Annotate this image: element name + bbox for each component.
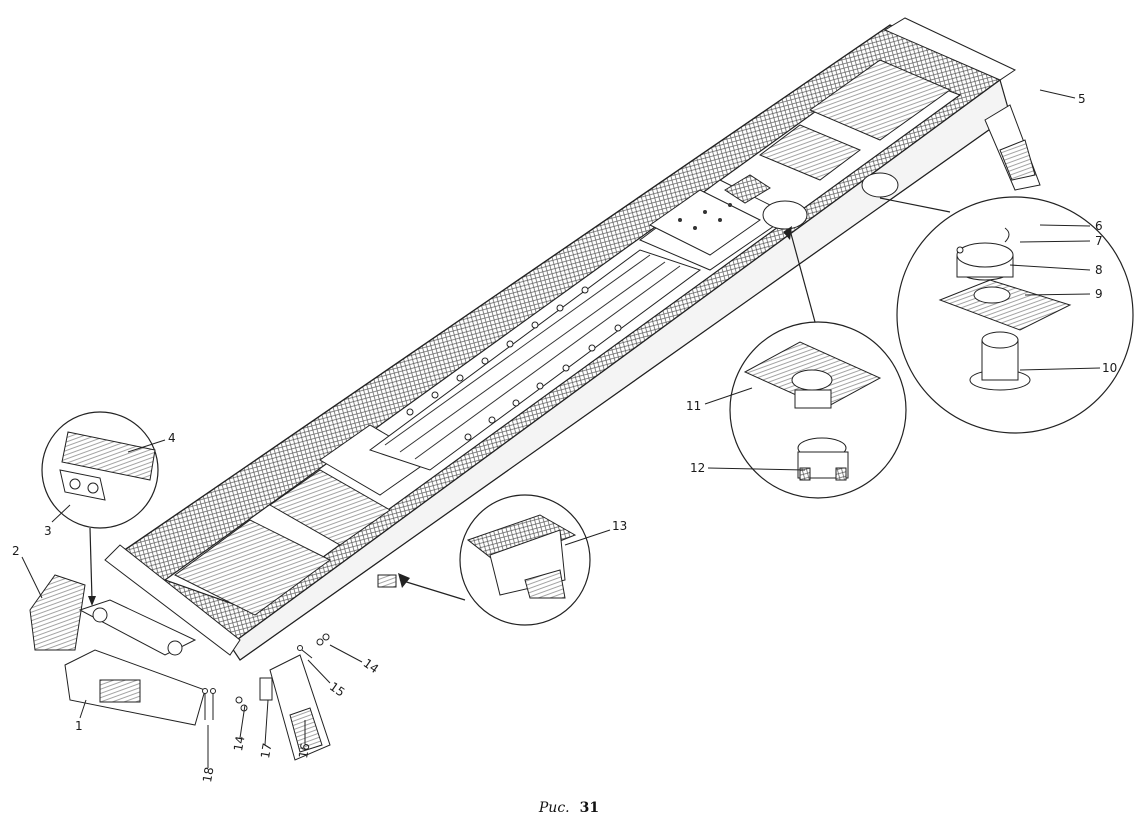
deck-plate [759,124,861,181]
callout-11: 11 [686,399,701,413]
figure-caption: Рис. 31 [0,800,1138,816]
callout-12: 12 [690,461,705,475]
caption-word: Рис. [538,800,570,816]
near-end-block [104,544,241,656]
main-frame [104,17,1041,661]
callout-7: 7 [1095,234,1103,248]
deck-plate [808,59,952,141]
near-end-parts [29,574,331,761]
deck-plate [269,469,391,546]
part-1-plate [99,679,141,703]
caption-number: 31 [579,800,600,816]
callout-17: 17 [258,742,274,759]
callout-labels: 1 2 3 4 5 6 7 8 9 10 11 12 13 14 14 15 1… [12,92,1117,783]
cross-member-holes [678,203,732,230]
callout-14a: 14 [231,735,247,752]
frame-cylinder [762,200,808,230]
callout-5: 5 [1078,92,1086,106]
detail-circle-11-12 [729,226,907,499]
callout-8: 8 [1095,263,1103,277]
rivet-row [406,286,622,441]
callout-2: 2 [12,544,20,558]
callout-10: 10 [1102,361,1117,375]
callout-18: 18 [200,766,216,783]
detail-circle-3-4 [41,411,159,606]
callout-13: 13 [612,519,627,533]
callout-14b: 14 [361,656,382,676]
link-block [78,599,197,656]
side-lug [377,574,397,588]
far-end-cap [883,17,1017,81]
bracket-block [724,174,771,204]
center-rail-channel [368,249,702,471]
callout-9: 9 [1095,287,1103,301]
callout-16: 16 [296,742,312,759]
cross-member [649,189,761,256]
callout-6: 6 [1095,219,1103,233]
callout-3: 3 [44,524,52,538]
bolts [202,633,330,720]
frame-cylinder-2 [861,172,899,198]
deck-plate [174,519,331,616]
detail-circle-13 [398,494,591,626]
callout-4: 4 [168,431,176,445]
detail-circle-6-10 [879,196,1134,434]
leader-lines [21,89,1101,768]
part-16-pad [289,707,323,753]
far-end-leg-pad [999,139,1036,181]
part-17-plate [259,677,273,701]
part-2-wedge [29,574,86,651]
callout-1: 1 [75,719,83,733]
